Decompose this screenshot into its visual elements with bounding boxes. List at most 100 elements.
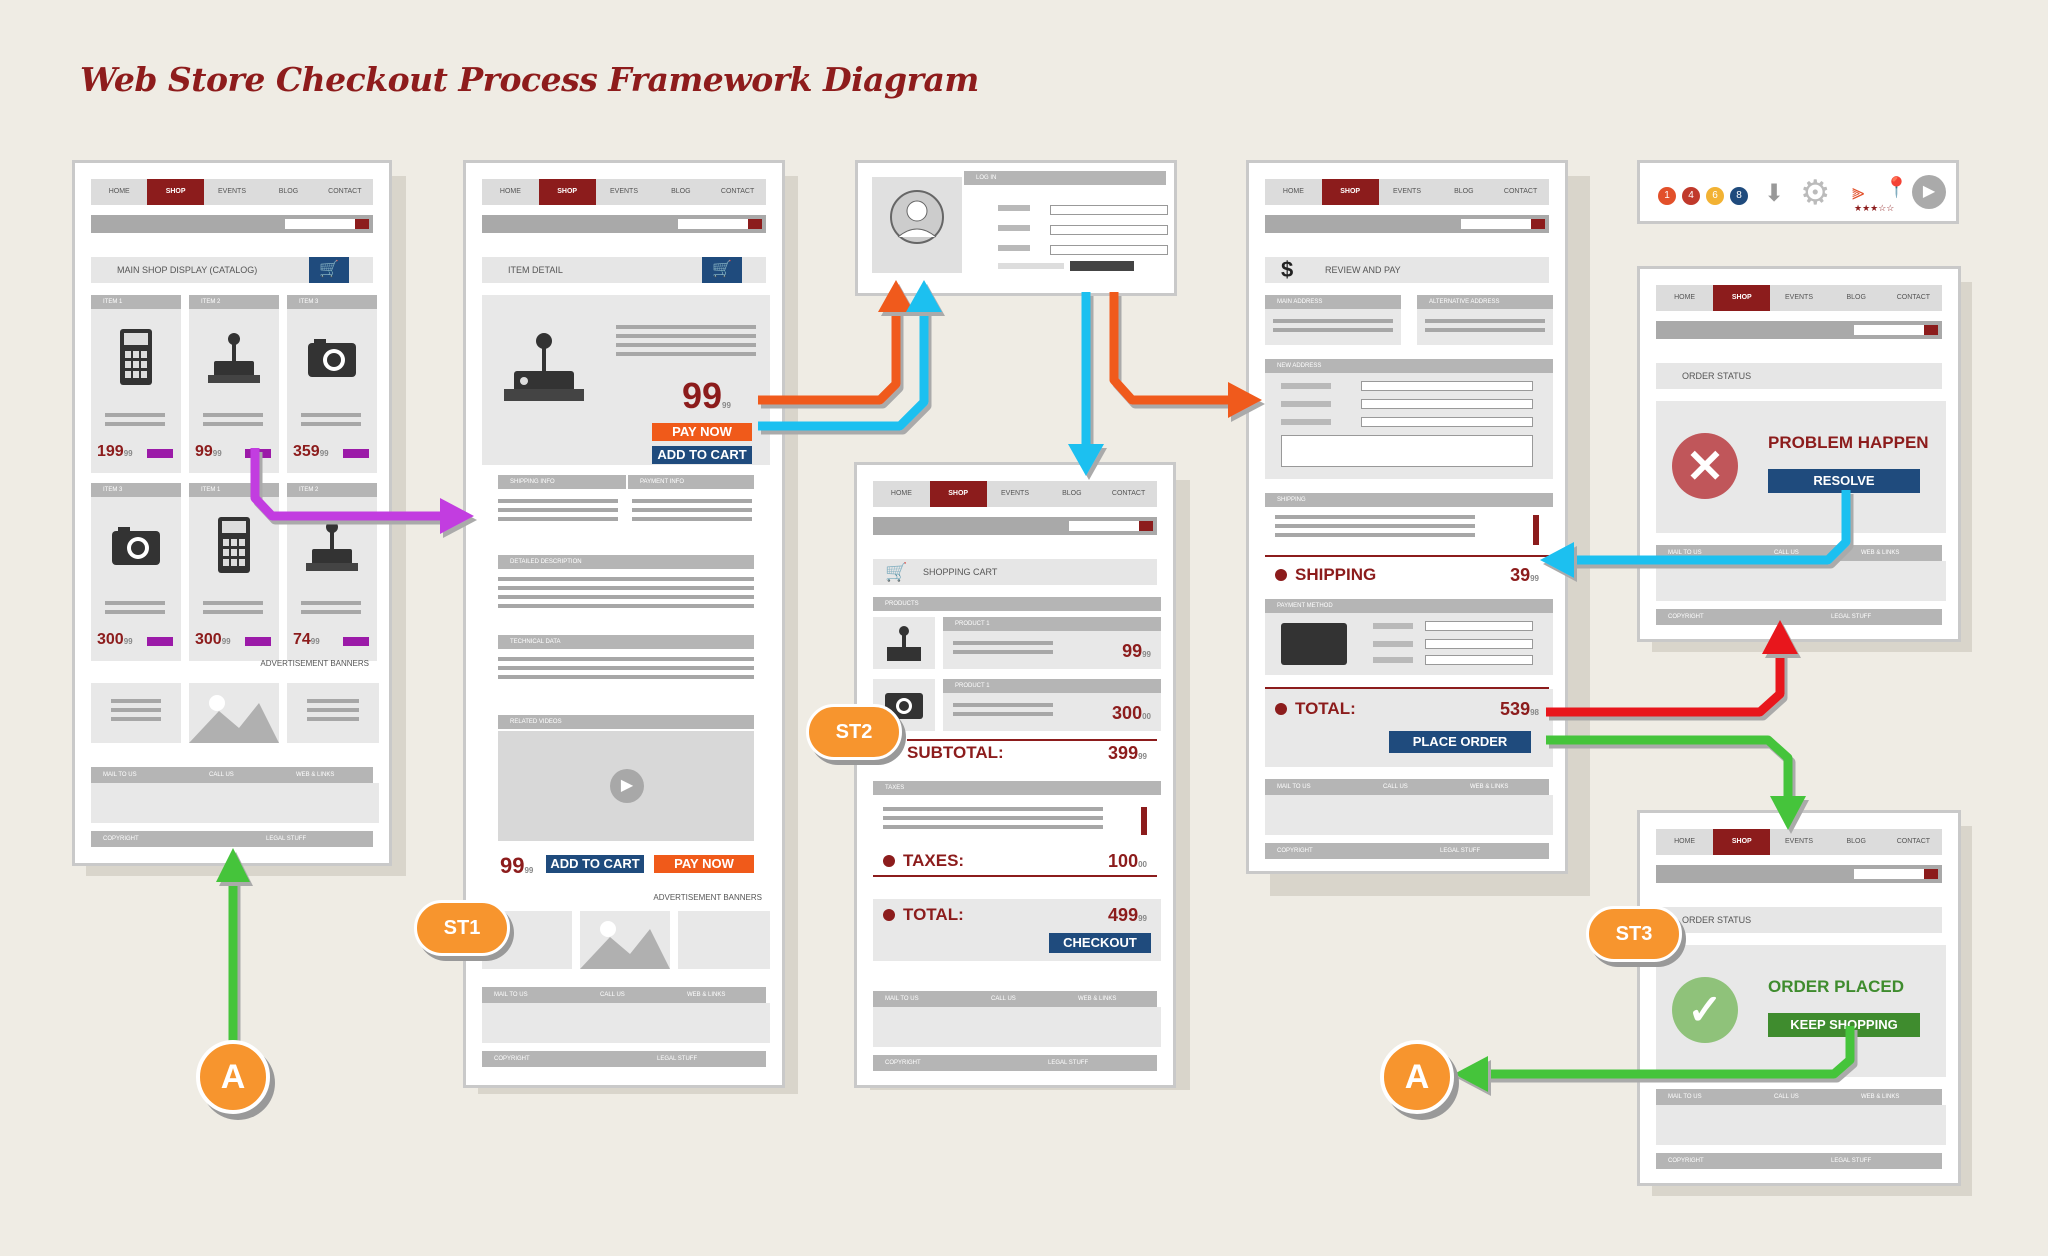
login-header: LOG IN — [964, 171, 1166, 185]
nav-contact[interactable]: CONTACT — [328, 188, 362, 195]
ad-banner-image[interactable] — [580, 911, 670, 969]
placed-ribbon: ORDER STATUS — [1656, 907, 1942, 933]
catalog-item-price: 7499 — [293, 631, 320, 648]
ad-banner-image[interactable] — [189, 683, 279, 743]
address-input-2[interactable] — [1361, 399, 1533, 409]
catalog-item-label: ITEM 1 — [91, 295, 181, 309]
cart-icon[interactable]: 🛒 — [702, 257, 742, 283]
add-to-cart-button[interactable]: ADD TO CART — [652, 446, 752, 464]
taxes-label: TAXES: — [883, 851, 964, 871]
nav-home[interactable]: HOME — [108, 188, 130, 195]
tax-icon — [1125, 807, 1147, 835]
address-input-1[interactable] — [1361, 381, 1533, 391]
st1-badge: ST1 — [414, 900, 510, 956]
joystick-icon — [504, 333, 584, 401]
notification-badge[interactable]: 1 — [1658, 187, 1676, 205]
login-panel: LOG IN — [855, 160, 1177, 296]
catalog-item-label: ITEM 3 — [287, 295, 377, 309]
login-button[interactable] — [1070, 261, 1134, 271]
map-pin-icon[interactable]: 📍 — [1884, 177, 1909, 199]
place-order-button[interactable]: PLACE ORDER — [1389, 731, 1531, 753]
alt-address-header[interactable]: ALTERNATIVE ADDRESS — [1417, 295, 1553, 309]
catalog-item-price: 35999 — [293, 443, 329, 460]
catalog-item-label: ITEM 2 — [287, 483, 377, 497]
gear-icon[interactable]: ⚙ — [1800, 174, 1831, 212]
pay-now-button-bottom[interactable]: PAY NOW — [654, 855, 754, 873]
joystick-icon — [873, 617, 935, 669]
nav-events[interactable]: EVENTS — [218, 188, 247, 195]
play-icon[interactable]: ▶ — [610, 769, 644, 803]
review-ribbon: REVIEW AND PAY — [1265, 257, 1549, 283]
problem-ribbon: ORDER STATUS — [1656, 363, 1942, 389]
search-bar[interactable] — [91, 215, 373, 233]
catalog-item-label: ITEM 3 — [91, 483, 181, 497]
footer-legal: COPYRIGHT LEGAL STUFF — [91, 831, 373, 847]
buy-button[interactable] — [245, 637, 271, 646]
nav-shop[interactable]: SHOP — [147, 179, 204, 205]
address-textarea[interactable] — [1281, 435, 1533, 467]
rating-stars-icon: ★★★☆☆ — [1854, 203, 1895, 213]
new-address-header: NEW ADDRESS — [1265, 359, 1553, 373]
search-bar[interactable] — [482, 215, 766, 233]
notification-badge[interactable]: 6 — [1706, 187, 1724, 205]
connector-a-end: A — [1380, 1040, 1454, 1114]
play-icon[interactable]: ▶ — [1912, 175, 1946, 209]
resolve-button[interactable]: RESOLVE — [1768, 469, 1920, 493]
main-address-header[interactable]: MAIN ADDRESS — [1265, 295, 1401, 309]
catalog-item[interactable]: ITEM 3 35999 — [287, 295, 377, 473]
order-placed-page: HOME SHOP EVENTS BLOG CONTACT ORDER STAT… — [1637, 810, 1961, 1186]
footer-links: MAIL TO US CALL US WEB & LINKS — [91, 767, 373, 783]
total-value: 49999 — [1108, 905, 1147, 925]
download-icon[interactable]: ⬇ — [1764, 180, 1785, 207]
technical-data-header: TECHNICAL DATA — [498, 635, 754, 649]
buy-button[interactable] — [343, 449, 369, 458]
cart-ribbon: SHOPPING CART — [873, 559, 1157, 585]
shipping-info-header: SHIPPING INFO — [498, 475, 626, 489]
catalog-item[interactable]: ITEM 2 7499 — [287, 483, 377, 661]
search-bar[interactable] — [1656, 321, 1942, 339]
buy-button[interactable] — [147, 449, 173, 458]
calculator-icon — [204, 513, 264, 582]
taxes-header: TAXES — [873, 781, 1161, 795]
keep-shopping-button[interactable]: KEEP SHOPPING — [1768, 1013, 1920, 1037]
detail-price: 9999 — [682, 375, 731, 416]
payment-info-header: PAYMENT INFO — [628, 475, 754, 489]
nav-blog[interactable]: BLOG — [278, 188, 299, 195]
shopping-cart-page: HOME SHOP EVENTS BLOG CONTACT SHOPPING C… — [854, 462, 1176, 1088]
catalog-nav: HOME SHOP EVENTS BLOG CONTACT — [91, 179, 373, 205]
search-bar[interactable] — [1265, 215, 1549, 233]
password-input[interactable] — [1050, 225, 1168, 235]
add-to-cart-button-bottom[interactable]: ADD TO CART — [546, 855, 644, 873]
checkout-button[interactable]: CHECKOUT — [1049, 933, 1151, 953]
review-total-value: 53998 — [1500, 699, 1539, 719]
shipping-icon — [1517, 515, 1539, 545]
buy-button[interactable] — [147, 637, 173, 646]
shipping-label: SHIPPING — [1275, 565, 1376, 585]
pay-now-button[interactable]: PAY NOW — [652, 423, 752, 441]
order-placed-label: ORDER PLACED — [1768, 977, 1905, 996]
buy-button[interactable] — [245, 449, 271, 458]
catalog-item[interactable]: ITEM 1 19999 — [91, 295, 181, 473]
address-input-3[interactable] — [1361, 417, 1533, 427]
connector-a-start: A — [196, 1040, 270, 1114]
catalog-item-price: 19999 — [97, 443, 133, 460]
search-bar[interactable] — [873, 517, 1157, 535]
products-header: PRODUCTS — [873, 597, 1161, 611]
username-input[interactable] — [1050, 205, 1168, 215]
cart-icon[interactable]: 🛒 — [309, 257, 349, 283]
total-label: TOTAL: — [883, 905, 964, 925]
notification-badge[interactable]: 4 — [1682, 187, 1700, 205]
arrow-orange-login-to-review — [1109, 292, 1232, 405]
search-bar[interactable] — [1656, 865, 1942, 883]
tag-icon[interactable]: ⫸ — [1852, 179, 1865, 204]
buy-button[interactable] — [343, 637, 369, 646]
notification-badge[interactable]: 8 — [1730, 187, 1748, 205]
catalog-item-price: 30099 — [195, 631, 231, 648]
bottom-price: 9999 — [500, 853, 534, 878]
video-player[interactable]: ▶ — [498, 731, 754, 841]
review-total-label: TOTAL: — [1275, 699, 1356, 719]
